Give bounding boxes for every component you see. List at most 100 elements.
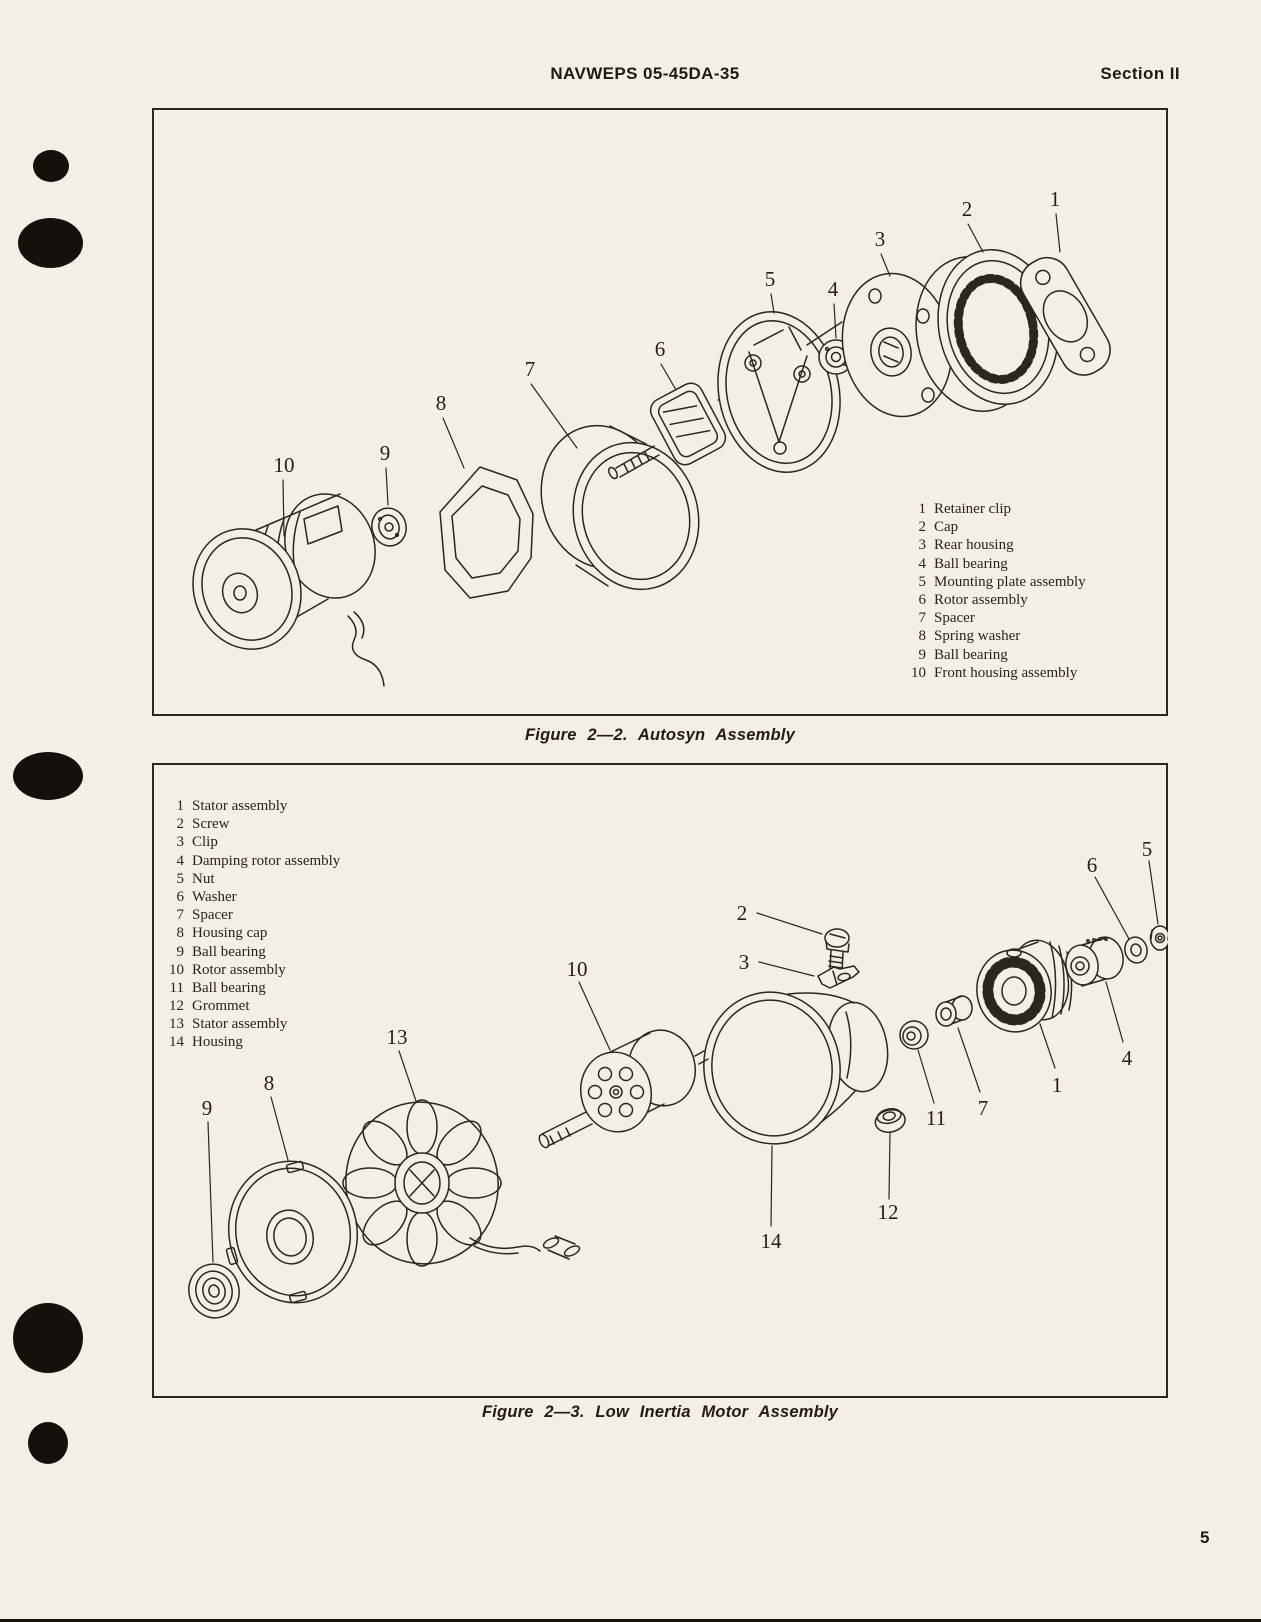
binder-mark [33,150,69,182]
parts-list-item: 1 Stator assembly [158,797,340,815]
parts-list-item: 3 Rear housing [902,536,1086,554]
callout-11: 11 [926,1106,946,1130]
callout-1: 1 [1052,1073,1063,1097]
part-number: 14 [169,1034,184,1051]
parts-list-item: 13 Stator assembly [158,1015,340,1033]
part-spring-washer [439,466,534,599]
part-number: 3 [176,834,185,851]
parts-list-item: 7 Spacer [158,906,340,924]
callout-9: 9 [380,441,391,465]
figure-2-3-caption: Figure 2—3. Low Inertia Motor Assembly [481,1403,839,1421]
part-name: Ball bearing [192,943,266,960]
part-number: 5 [918,573,927,590]
part-name: Ball bearing [192,979,266,996]
part-name: Housing [192,1034,243,1051]
part-name: Spacer [192,907,233,924]
binder-mark [18,218,83,268]
callout-5: 5 [1142,837,1153,861]
part-name: Retainer clip [934,501,1012,517]
part-name: Spacer [934,610,975,627]
part-number: 12 [169,998,184,1015]
part-number: 2 [176,816,185,833]
part-front-housing-assembly [192,493,385,687]
scan-edge-artifact [0,1619,1261,1622]
page-number: 5 [1200,1528,1210,1547]
callout-5: 5 [765,267,776,291]
parts-list-item: 3 Clip [158,833,340,851]
callout-12: 12 [878,1200,899,1224]
callout-1: 1 [1050,187,1061,211]
part-screw [824,928,850,973]
part-mounting-plate-assembly [717,311,843,473]
leader-lines [207,860,1159,1263]
figure-2-2-frame [152,108,1168,716]
part-clip [817,965,860,989]
part-name: Rotor assembly [192,961,286,978]
parts-list-item: 2 Screw [158,815,340,833]
part-name: Rear housing [934,537,1014,554]
figure-2-2-caption: Figure 2—2. Autosyn Assembly [525,726,795,744]
part-name: Stator assembly [192,1016,288,1033]
callout-2: 2 [962,197,973,221]
part-spacer-7 [540,424,700,591]
figure-2-2-drawing: 10 9 8 7 6 5 4 3 2 1 [192,187,1111,687]
callout-2: 2 [737,901,748,925]
part-number: 10 [169,961,184,978]
part-stator-assembly-13 [342,1099,581,1267]
part-nut [1149,925,1168,951]
callout-4: 4 [828,277,839,301]
part-number: 1 [176,798,185,814]
section-label: Section II [1100,64,1180,83]
leader-lines [282,213,1061,537]
binder-mark [28,1422,68,1464]
part-number: 10 [911,664,926,681]
parts-list-item: 10 Rotor assembly [158,961,340,979]
part-name: Clip [192,834,218,851]
part-name: Housing cap [192,925,268,942]
part-number: 7 [918,610,927,627]
figure-2-3-frame [152,763,1168,1398]
part-grommet [874,1108,906,1133]
callout-8: 8 [436,391,447,415]
part-name: Washer [192,888,237,905]
part-stator-assembly-1 [976,939,1073,1033]
part-name: Rotor assembly [934,591,1028,608]
binder-mark [13,752,83,800]
callout-8: 8 [264,1071,275,1095]
part-number: 1 [918,501,927,517]
part-number: 9 [918,646,927,663]
callout-7: 7 [978,1096,989,1120]
part-number: 11 [169,979,184,996]
parts-list-item: 11 Ball bearing [158,979,340,997]
part-washer [1124,936,1148,964]
callout-3: 3 [875,227,886,251]
part-number: 4 [918,555,927,572]
part-number: 3 [918,537,927,554]
part-number: 8 [176,925,185,942]
part-name: Spring washer [934,628,1021,645]
callout-3: 3 [739,950,750,974]
parts-list-item: 4 Ball bearing [902,555,1086,573]
parts-list-item: 7 Spacer [902,609,1086,627]
parts-list-item: 6 Washer [158,888,340,906]
part-number: 13 [169,1016,184,1033]
part-number: 7 [176,907,185,924]
part-name: Ball bearing [934,555,1008,572]
part-spacer-23 [935,995,973,1027]
part-ball-bearing-9-23 [188,1263,240,1319]
part-name: Mounting plate assembly [934,573,1086,590]
part-name: Stator assembly [192,798,288,814]
callout-14: 14 [761,1229,783,1253]
part-name: Damping rotor assembly [192,852,341,869]
part-number: 6 [176,888,185,905]
callout-4: 4 [1122,1046,1133,1070]
part-housing-cap [225,1160,359,1304]
part-name: Screw [192,816,230,833]
